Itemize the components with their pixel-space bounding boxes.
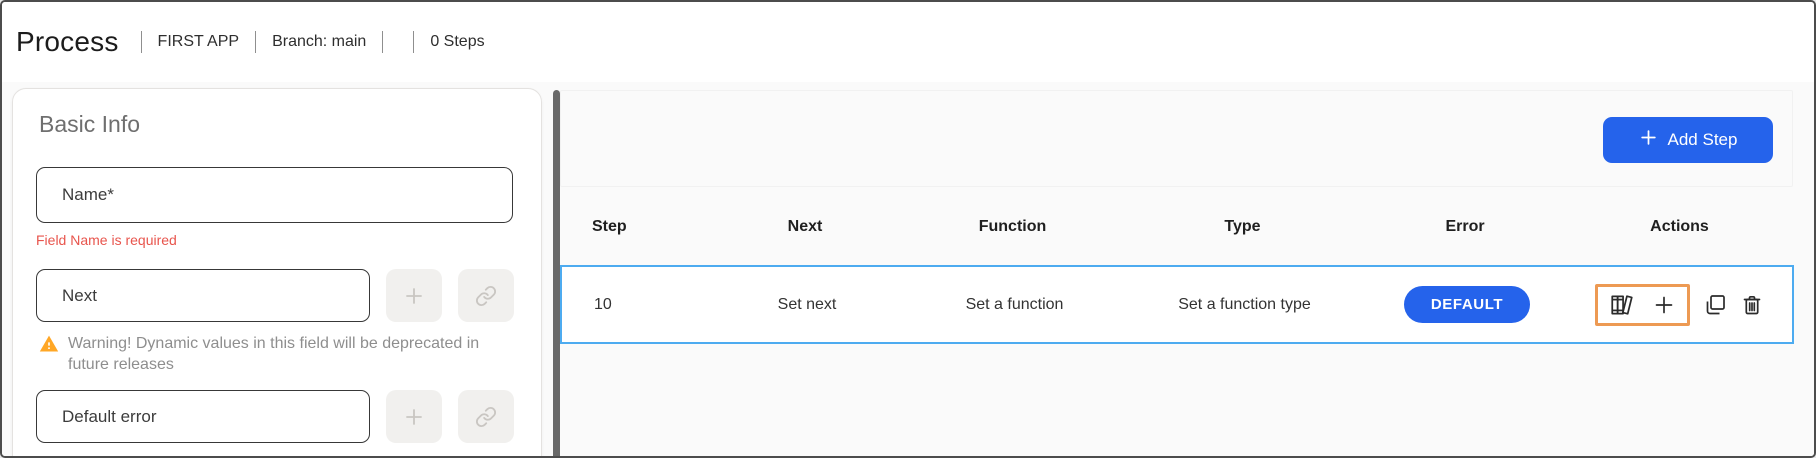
next-link-button[interactable] <box>458 269 514 322</box>
library-button[interactable] <box>1609 292 1635 318</box>
column-header-step: Step <box>592 218 627 235</box>
column-header-error: Error <box>1445 218 1485 235</box>
cell-step: 10 <box>594 295 612 313</box>
header-separator <box>255 31 257 53</box>
error-default-badge[interactable]: DEFAULT <box>1403 286 1531 323</box>
default-error-add-button[interactable] <box>386 390 442 444</box>
next-field-label: Next <box>62 285 97 305</box>
add-step-button[interactable]: Add Step <box>1603 117 1773 163</box>
header-separator <box>140 31 142 53</box>
table-row[interactable]: 10 Set next Set a function Set a functio… <box>560 265 1794 344</box>
delete-step-button[interactable] <box>1740 293 1764 317</box>
library-books-icon <box>1609 292 1635 318</box>
basic-info-title: Basic Info <box>39 111 140 137</box>
default-error-link-button[interactable] <box>458 390 514 444</box>
next-field-warning: Warning! Dynamic values in this field wi… <box>39 333 521 375</box>
actions-highlight-box <box>1595 283 1690 326</box>
default-error-field-label: Default error <box>62 406 157 426</box>
add-substep-button[interactable] <box>1652 293 1676 317</box>
next-field-row: Next <box>36 269 521 322</box>
default-error-field[interactable]: Default error <box>36 390 370 444</box>
column-header-next: Next <box>787 218 823 235</box>
cell-type: Set a function type <box>1178 295 1311 313</box>
copy-icon <box>1703 293 1727 317</box>
trash-icon <box>1740 293 1764 317</box>
cell-error: DEFAULT <box>1367 286 1567 323</box>
next-field[interactable]: Next <box>36 269 370 322</box>
name-field-error: Field Name is required <box>36 232 177 248</box>
steps-count-label: 0 Steps <box>430 33 485 50</box>
name-field[interactable]: Name* <box>36 167 513 223</box>
header-separator <box>413 31 415 53</box>
add-step-label: Add Step <box>1667 130 1738 149</box>
default-error-field-row: Default error <box>36 390 521 444</box>
page-header: Process FIRST APP Branch: main 0 Steps <box>2 2 1814 82</box>
column-header-actions: Actions <box>1650 218 1709 235</box>
next-add-button[interactable] <box>386 269 442 322</box>
branch-label: Branch: main <box>272 33 367 50</box>
page-title: Process <box>16 26 119 57</box>
cell-function: Set a function <box>965 295 1064 313</box>
header-separator <box>382 31 384 53</box>
warning-text: Warning! Dynamic values in this field wi… <box>68 335 480 374</box>
copy-step-button[interactable] <box>1703 293 1727 317</box>
plus-icon <box>402 284 426 308</box>
page-body: Basic Info Name* Field Name is required … <box>2 82 1814 456</box>
plus-icon <box>1639 128 1658 152</box>
app-name-label: FIRST APP <box>157 33 240 50</box>
column-header-type: Type <box>1224 218 1261 235</box>
cell-next: Set next <box>777 295 837 313</box>
link-icon <box>475 285 497 307</box>
column-header-function: Function <box>978 218 1047 235</box>
plus-icon <box>1652 293 1676 317</box>
steps-toolbar <box>560 90 1793 187</box>
cell-actions <box>1567 283 1792 326</box>
steps-table-header: Step Next Function Type Error Actions <box>560 207 1794 247</box>
plus-icon <box>402 405 426 429</box>
basic-info-card: Basic Info Name* Field Name is required … <box>12 88 542 456</box>
name-field-label: Name* <box>62 185 114 204</box>
warning-icon <box>39 333 59 359</box>
panel-divider[interactable] <box>553 90 560 456</box>
link-icon <box>475 406 497 428</box>
